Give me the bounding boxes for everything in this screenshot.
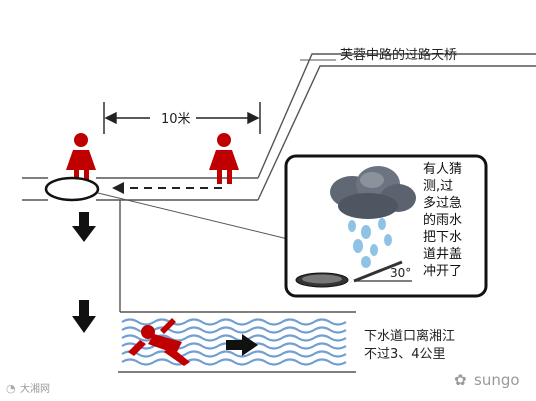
callout-line-4: 的雨水 <box>423 212 462 228</box>
callout-line-7: 冲开了 <box>423 264 462 279</box>
river-label-line-2: 不过3、4公里 <box>364 347 446 362</box>
river-label-line-1: 下水道口离湘江 <box>364 328 455 344</box>
watermark-right: ✿ sungo <box>454 371 520 389</box>
overpass-lines <box>22 53 536 201</box>
manhole-lid-icon <box>353 260 403 283</box>
callout-line-1: 有人猜 <box>423 162 462 177</box>
watermark-right-text: sungo <box>474 371 520 389</box>
person-left-icon <box>66 133 96 184</box>
callout-line-3: 多过急 <box>423 195 462 211</box>
distance-marker <box>103 102 261 134</box>
angle-label: 30° <box>390 266 411 280</box>
person-right-icon <box>209 133 239 184</box>
callout-pointer-line <box>97 192 293 241</box>
manhole-opening <box>44 176 100 202</box>
watermark-left: ◔ 大湘网 <box>6 382 50 395</box>
swept-person-icon <box>128 318 190 366</box>
watermark-left-text: 大湘网 <box>20 382 50 395</box>
water-channel <box>118 314 356 372</box>
storm-cloud-icon <box>330 166 416 219</box>
sewer-shaft <box>119 200 356 313</box>
callout-line-6: 道井盖 <box>423 247 462 262</box>
rain-icon <box>348 218 392 268</box>
watermark-left-logo-icon: ◔ <box>6 382 16 395</box>
callout-line-5: 把下水 <box>423 230 462 245</box>
bridge-label: 芙蓉中路的过路天桥 <box>340 47 457 63</box>
down-arrow-icon <box>72 212 96 242</box>
down-arrow-icon-lower <box>72 300 96 333</box>
callout-line-2: 测,过 <box>423 179 453 194</box>
distance-label: 10米 <box>161 112 191 127</box>
flow-arrow-icon <box>226 334 258 356</box>
watermark-right-logo-icon: ✿ <box>454 371 467 389</box>
callout-box: 30° 有人猜 测,过 多过急 的雨水 把下水 道井盖 冲开了 <box>284 154 488 298</box>
walk-path-arrow <box>112 182 222 194</box>
